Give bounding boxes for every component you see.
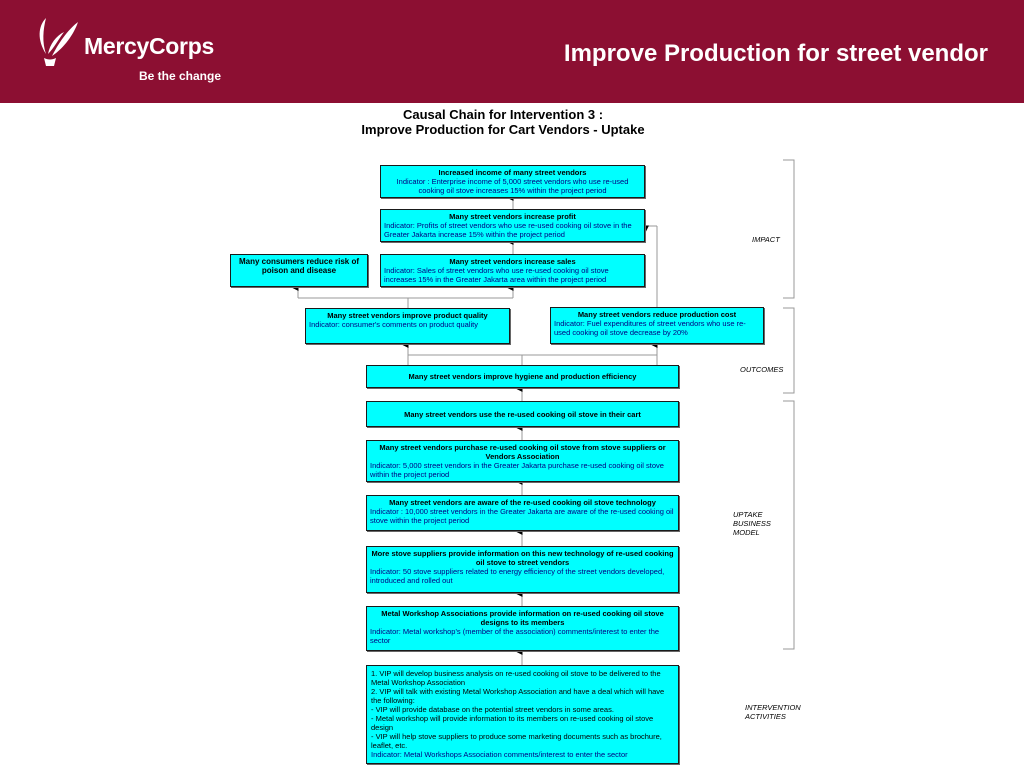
node-purchase-title: Many street vendors purchase re-used coo… (379, 443, 666, 461)
header-banner: MercyCorps Be the change Improve Product… (0, 0, 1024, 103)
node-use: Many street vendors use the re-used cook… (366, 401, 679, 427)
node-income-title: Increased income of many street vendors (438, 168, 587, 177)
activity-line-3: - VIP will provide database on the poten… (371, 705, 614, 714)
node-profit-indicator: Indicator: Profits of street vendors who… (384, 221, 632, 239)
node-aware-indicator: Indicator : 10,000 street vendors in the… (370, 507, 674, 525)
node-purchase: Many street vendors purchase re-used coo… (366, 440, 679, 482)
node-hygiene-title: Many street vendors improve hygiene and … (408, 372, 637, 381)
slide-title: Improve Production for street vendor (563, 40, 988, 67)
node-consumers: Many consumers reduce risk of poison and… (230, 254, 368, 287)
node-consumers-title: Many consumers reduce risk of poison and… (238, 257, 360, 275)
node-sales-title: Many street vendors increase sales (449, 257, 576, 266)
impact-bracket (783, 159, 795, 299)
activity-line-2: 2. VIP will talk with existing Metal Wor… (371, 687, 665, 705)
brand-name: MercyCorps (84, 33, 214, 59)
node-activities: 1. VIP will develop business analysis on… (366, 665, 679, 764)
tier-label-intervention: INTERVENTION ACTIVITIES (745, 703, 801, 721)
node-aware-title: Many street vendors are aware of the re-… (389, 498, 656, 507)
node-quality: Many street vendors improve product qual… (305, 308, 510, 344)
activity-line-4: - Metal workshop will provide informatio… (371, 714, 654, 732)
node-sales: Many street vendors increase sales Indic… (380, 254, 645, 287)
activity-line-1: 1. VIP will develop business analysis on… (371, 669, 661, 687)
chain-title-line1: Causal Chain for Intervention 3 : (402, 107, 604, 122)
node-workshop: Metal Workshop Associations provide info… (366, 606, 679, 651)
node-use-title: Many street vendors use the re-used cook… (404, 409, 641, 419)
node-cost-title: Many street vendors reduce production co… (577, 310, 737, 319)
outcomes-bracket (783, 307, 795, 394)
node-quality-indicator: Indicator: consumer's comments on produc… (309, 320, 479, 329)
node-income-indicator: Indicator : Enterprise income of 5,000 s… (396, 177, 629, 195)
node-cost-indicator: Indicator: Fuel expenditures of street v… (554, 319, 746, 337)
node-sales-indicator: Indicator: Sales of street vendors who u… (384, 266, 609, 284)
node-workshop-title: Metal Workshop Associations provide info… (381, 609, 664, 627)
mercycorps-logo-icon (39, 18, 78, 66)
node-cost: Many street vendors reduce production co… (550, 307, 764, 344)
node-suppliers: More stove suppliers provide information… (366, 546, 679, 593)
node-income: Increased income of many street vendors … (380, 165, 645, 198)
activity-line-5: - VIP will help stove suppliers to produ… (371, 732, 662, 750)
chain-title: Causal Chain for Intervention 3 : Improv… (253, 107, 753, 137)
node-quality-title: Many street vendors improve product qual… (327, 311, 488, 320)
tier-label-impact: IMPACT (752, 235, 780, 244)
uptake-bracket (783, 400, 795, 650)
node-workshop-indicator: Indicator: Metal workshop's (member of t… (370, 627, 660, 645)
node-hygiene: Many street vendors improve hygiene and … (366, 365, 679, 388)
tier-label-outcomes: OUTCOMES (740, 365, 784, 374)
node-purchase-indicator: Indicator: 5,000 street vendors in the G… (370, 461, 664, 479)
node-aware: Many street vendors are aware of the re-… (366, 495, 679, 531)
node-suppliers-indicator: Indicator: 50 stove suppliers related to… (370, 567, 665, 585)
node-profit-title: Many street vendors increase profit (449, 212, 576, 221)
node-profit: Many street vendors increase profit Indi… (380, 209, 645, 242)
activity-indicator: Indicator: Metal Workshops Association c… (371, 750, 628, 759)
brand-tagline: Be the change (139, 69, 222, 83)
node-suppliers-title: More stove suppliers provide information… (371, 549, 674, 567)
tier-label-uptake: UPTAKE BUSINESS MODEL (733, 510, 771, 537)
chain-title-line2: Improve Production for Cart Vendors - Up… (361, 122, 645, 137)
